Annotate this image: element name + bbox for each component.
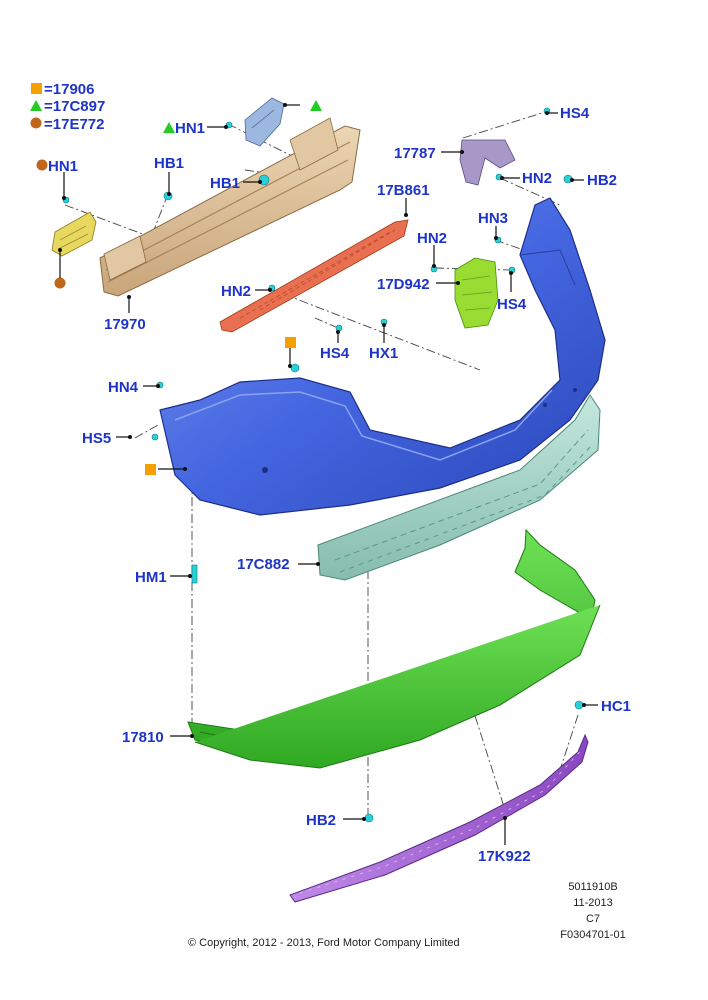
label-hn3[interactable]: HN3 [478,210,508,227]
label-hn2-right2[interactable]: HN2 [417,230,447,247]
triangle-marker-icon [163,122,175,133]
label-17970[interactable]: 17970 [104,316,146,333]
bracket-17b861[interactable] [219,219,409,333]
legend-item-17906: =17906 [44,81,94,98]
square-marker-icon [285,337,296,348]
bracket-17787[interactable] [459,139,516,186]
doc-rev: C7 [586,913,600,925]
label-hm1[interactable]: HM1 [135,569,167,586]
legend-item-17e772: =17E772 [44,116,104,133]
fastener-icon [290,363,300,373]
label-hn4[interactable]: HN4 [108,379,139,396]
fastener-icon [191,564,198,584]
bumper-cover[interactable] [159,197,606,516]
doc-date: 11-2013 [573,897,613,909]
label-17k922[interactable]: 17K922 [478,848,531,865]
label-hn2-mid[interactable]: HN2 [221,283,251,300]
part-labels: HN1 HN1 HB1 HB1 17970 17B861 HN2 HS4 HX1… [48,105,631,865]
copyright-text: © Copyright, 2012 - 2013, Ford Motor Com… [188,937,460,949]
label-17787[interactable]: 17787 [394,145,436,162]
legend-circle-icon [30,117,42,129]
valance-17810[interactable] [187,528,601,769]
circle-marker-icon [54,277,66,289]
label-hx1[interactable]: HX1 [369,345,398,362]
label-hs4-mid[interactable]: HS4 [320,345,350,362]
label-hb2-bottom[interactable]: HB2 [306,812,336,829]
triangle-marker-icon [310,100,322,111]
label-hb1-b[interactable]: HB1 [210,175,240,192]
label-17b861[interactable]: 17B861 [377,182,430,199]
leader-lines [58,103,598,845]
label-hb2-right[interactable]: HB2 [587,172,617,189]
square-marker-icon [145,464,156,475]
bracket-17d942[interactable] [454,257,499,329]
label-17c882[interactable]: 17C882 [237,556,290,573]
legend: =17906 =17C897 =17E772 [30,81,105,133]
label-hs4-top[interactable]: HS4 [560,105,590,122]
molding-17k922[interactable] [289,733,589,903]
label-hc1[interactable]: HC1 [601,698,631,715]
bracket-left-yellow[interactable] [51,211,97,257]
fasteners [62,107,584,823]
fastener-icon [151,433,159,441]
label-hn1-left[interactable]: HN1 [48,158,78,175]
footer: 5011910B 11-2013 C7 F0304701-01 © Copyri… [188,881,626,949]
label-hb1-a[interactable]: HB1 [154,155,184,172]
doc-id: 5011910B [568,881,617,893]
label-17d942[interactable]: 17D942 [377,276,430,293]
label-hs5[interactable]: HS5 [82,430,111,447]
label-17810[interactable]: 17810 [122,729,164,746]
label-hn1-top[interactable]: HN1 [175,120,205,137]
legend-triangle-icon [30,100,42,111]
fastener-icon [574,700,584,710]
bracket-top-steel[interactable] [244,97,285,147]
figure-id: F0304701-01 [560,929,625,941]
legend-square-icon [31,83,42,94]
reinforcement-17970[interactable] [99,117,361,297]
circle-marker-icon [36,159,48,171]
fastener-icon [335,324,343,332]
absorber-17c882[interactable] [317,394,601,581]
label-hs4-right[interactable]: HS4 [497,296,527,313]
fastener-icon [364,813,374,823]
legend-item-17c897: =17C897 [44,98,105,115]
label-hn2-right[interactable]: HN2 [522,170,552,187]
